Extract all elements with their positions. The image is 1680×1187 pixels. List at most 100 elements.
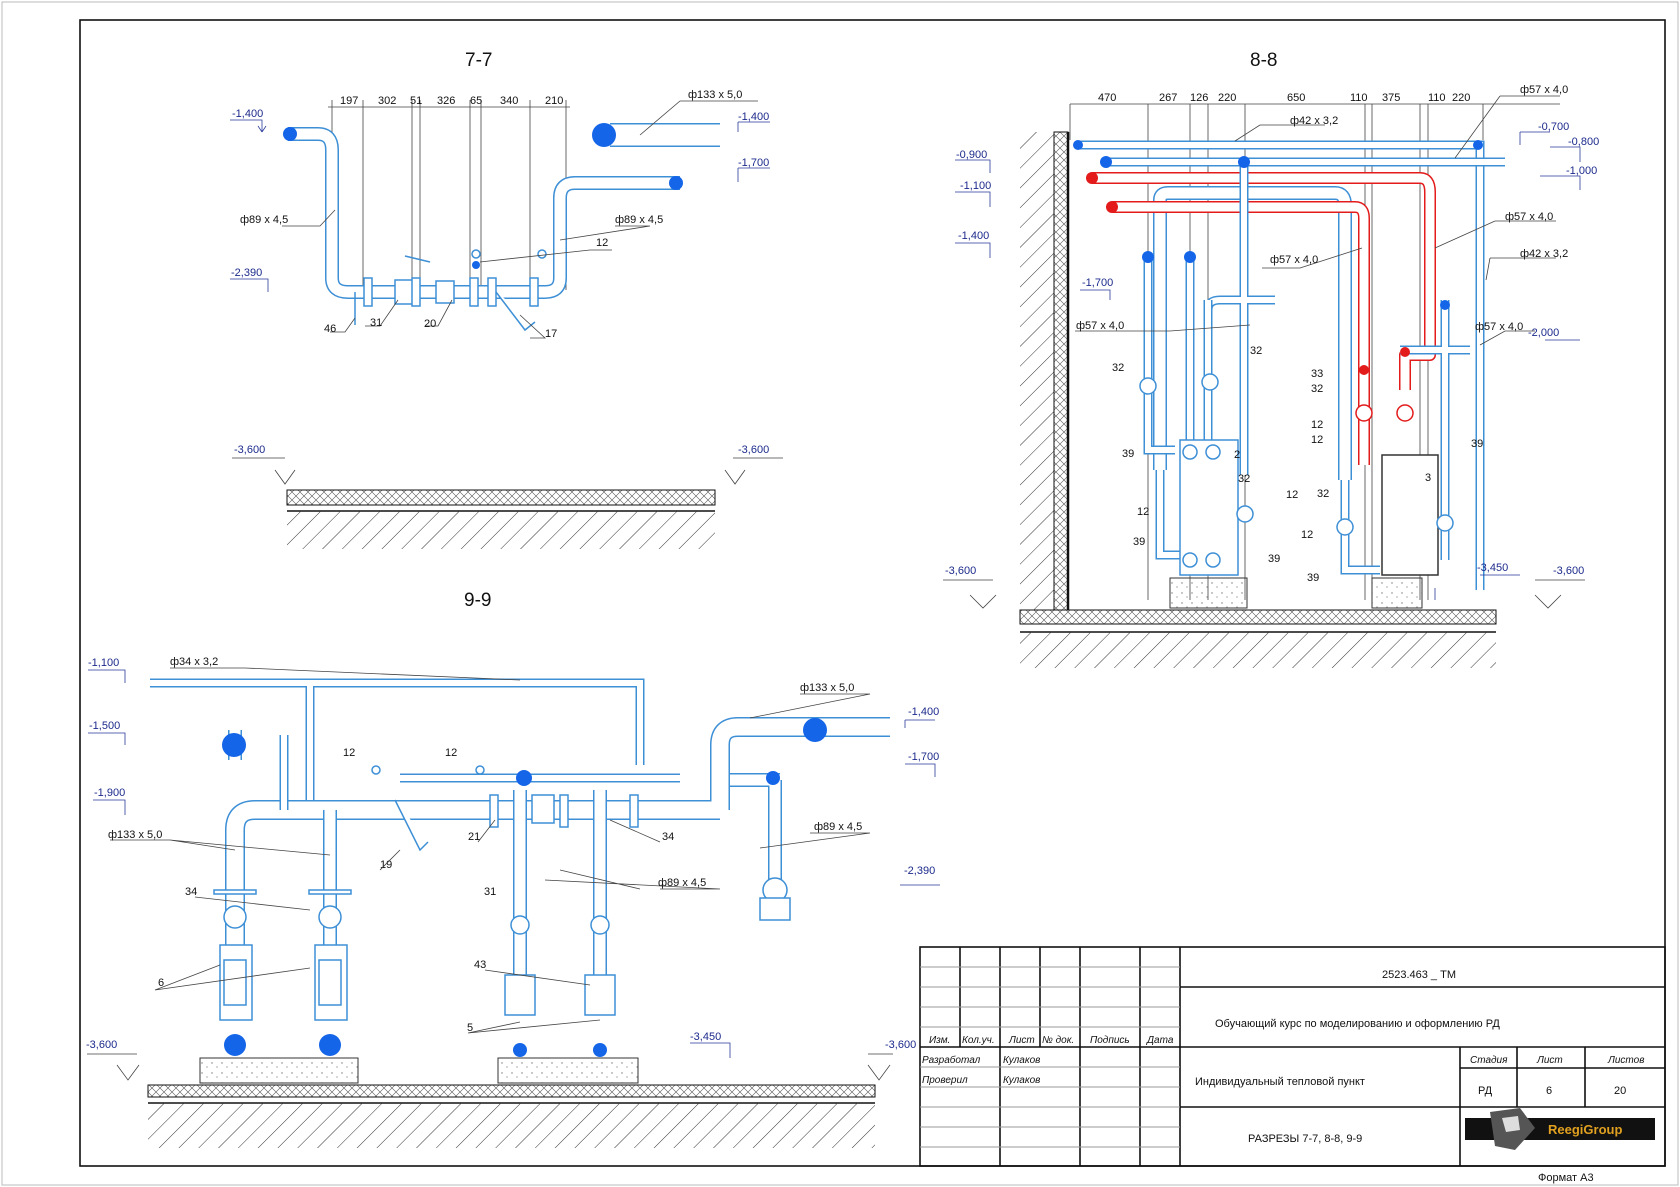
label: ф42 x 3,2 — [1520, 248, 1568, 260]
object-title: Индивидуальный тепловой пункт — [1195, 1076, 1365, 1088]
label: 210 — [545, 95, 563, 107]
label: 46 — [324, 323, 336, 335]
valve-group — [354, 249, 547, 332]
section-7-7: 7-7 197 302 51 326 65 340 210 -1,400 -2,… — [230, 50, 783, 549]
label: 20 — [424, 318, 436, 330]
company-logo: ReegiGroup — [1465, 1108, 1655, 1150]
label: Проверил — [922, 1075, 968, 1086]
label: 5 — [467, 1022, 473, 1034]
label: 32 — [1112, 362, 1124, 374]
label: 375 — [1382, 92, 1400, 104]
label: 470 — [1098, 92, 1116, 104]
label: 126 — [1190, 92, 1208, 104]
label: 39 — [1471, 438, 1483, 450]
section-title: 7-7 — [465, 50, 492, 71]
label: 302 — [378, 95, 396, 107]
label: -0,800 — [1568, 136, 1599, 148]
label: ф57 x 4,0 — [1505, 211, 1553, 223]
label: ф57 x 4,0 — [1475, 321, 1523, 333]
label: 12 — [343, 747, 355, 759]
title-block: Изм. Кол.уч. Лист № док. Подпись Дата Ра… — [919, 946, 1666, 1184]
label: РД — [1478, 1085, 1493, 1097]
label: ф89 x 4,5 — [240, 214, 288, 226]
drawing-frame — [79, 19, 1666, 1167]
label: -1,400 — [908, 706, 939, 718]
label: 17 — [545, 328, 557, 340]
label: 12 — [1311, 434, 1323, 446]
label: Лист — [1008, 1035, 1035, 1046]
label: -1,400 — [958, 230, 989, 242]
label: ф133 x 5,0 — [688, 89, 742, 101]
label: 267 — [1159, 92, 1177, 104]
document-code: 2523.463 _ ТМ — [1382, 969, 1456, 981]
label: 19 — [380, 859, 392, 871]
equipment-group — [213, 765, 791, 1021]
label: 34 — [185, 886, 197, 898]
label: 39 — [1268, 553, 1280, 565]
label: ф42 x 3,2 — [1290, 115, 1338, 127]
label: -2,000 — [1528, 327, 1559, 339]
format-label: Формат А3 — [1538, 1172, 1594, 1184]
label: 12 — [596, 237, 608, 249]
label: -3,600 — [945, 565, 976, 577]
label: Кол.уч. — [962, 1035, 995, 1046]
label: 32 — [1317, 488, 1329, 500]
label: ф133 x 5,0 — [108, 829, 162, 841]
label: -1,700 — [738, 157, 769, 169]
label: 43 — [474, 959, 486, 971]
label: Подпись — [1090, 1035, 1130, 1046]
label: 326 — [437, 95, 455, 107]
label: 21 — [468, 831, 480, 843]
label: ф57 x 4,0 — [1270, 254, 1318, 266]
label: ф89 x 4,5 — [615, 214, 663, 226]
label: 6 — [158, 977, 164, 989]
label: 3 — [1425, 472, 1431, 484]
dimension-values: 197 302 51 326 65 340 210 — [340, 95, 563, 107]
label: Дата — [1146, 1035, 1174, 1046]
label: 32 — [1250, 345, 1262, 357]
label: 6 — [1546, 1085, 1552, 1097]
label: -0,900 — [956, 149, 987, 161]
label: -1,000 — [1566, 165, 1597, 177]
label: Изм. — [929, 1035, 950, 1046]
label: 39 — [1122, 448, 1134, 460]
label: 20 — [1614, 1085, 1626, 1097]
label: 33 — [1311, 368, 1323, 380]
label: -1,900 — [94, 787, 125, 799]
label: 39 — [1133, 536, 1145, 548]
label: 12 — [1286, 489, 1298, 501]
label: 110 — [1350, 92, 1368, 104]
label: Листов — [1607, 1055, 1644, 1066]
label: 12 — [445, 747, 457, 759]
section-8-8: 8-8 470 267 126 220 650 110 375 110 220 — [943, 50, 1599, 668]
label: 220 — [1218, 92, 1236, 104]
label: -3,600 — [738, 444, 769, 456]
label: -3,600 — [234, 444, 265, 456]
label: Стадия — [1470, 1055, 1508, 1066]
label: -1,100 — [88, 657, 119, 669]
label: -3,600 — [885, 1039, 916, 1051]
label: 34 — [662, 831, 674, 843]
label: 32 — [1238, 473, 1250, 485]
label: 197 — [340, 95, 358, 107]
label: 220 — [1452, 92, 1470, 104]
label: -3,600 — [1553, 565, 1584, 577]
sheet-title: РАЗРЕЗЫ 7-7, 8-8, 9-9 — [1248, 1133, 1362, 1145]
label: ф34 x 3,2 — [170, 656, 218, 668]
label: ф89 x 4,5 — [814, 821, 862, 833]
label: Кулаков — [1003, 1055, 1040, 1066]
label: № док. — [1042, 1035, 1074, 1046]
label: Кулаков — [1003, 1075, 1040, 1086]
label: -0,700 — [1538, 121, 1569, 133]
label: ф133 x 5,0 — [800, 682, 854, 694]
section-9-9: 9-9 -1,100 -1,500 -1,900 - — [86, 590, 940, 1148]
label: 12 — [1301, 529, 1313, 541]
label: -2,390 — [904, 865, 935, 877]
section-title: 9-9 — [464, 590, 491, 611]
label: -1,700 — [908, 751, 939, 763]
label: 12 — [1137, 506, 1149, 518]
label: 340 — [500, 95, 518, 107]
label: -2,390 — [231, 267, 262, 279]
label: Лист — [1536, 1055, 1563, 1066]
